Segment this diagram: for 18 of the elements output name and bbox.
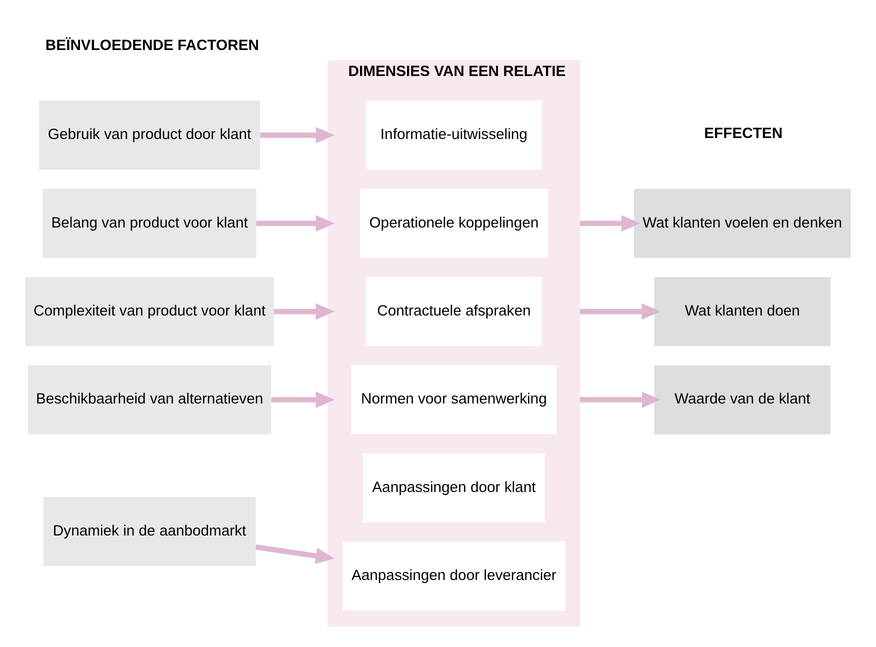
arrow <box>260 126 335 144</box>
node-box: Waarde van de klant <box>654 365 831 434</box>
label: EFFECTEN <box>704 126 783 142</box>
node-box: Wat klanten voelen en denken <box>634 188 851 258</box>
arrow <box>580 303 661 320</box>
node-box: Gebruik van product door klant <box>39 100 260 170</box>
arrow <box>580 215 640 232</box>
arrow <box>274 303 335 320</box>
node-box: Dynamiek in de aanbodmarkt <box>43 496 256 566</box>
node-box: Beschikbaarheid van alternatieven <box>28 365 272 434</box>
node-box: Complexiteit van product voor klant <box>25 277 274 346</box>
arrow <box>580 391 661 408</box>
arrow <box>256 544 335 564</box>
arrow <box>256 215 335 232</box>
node-box: Wat klanten doen <box>654 277 831 346</box>
arrow <box>271 391 335 408</box>
label: BEÏNVLOEDENDE FACTOREN <box>45 38 259 54</box>
node-box: Belang van product voor klant <box>42 188 256 258</box>
